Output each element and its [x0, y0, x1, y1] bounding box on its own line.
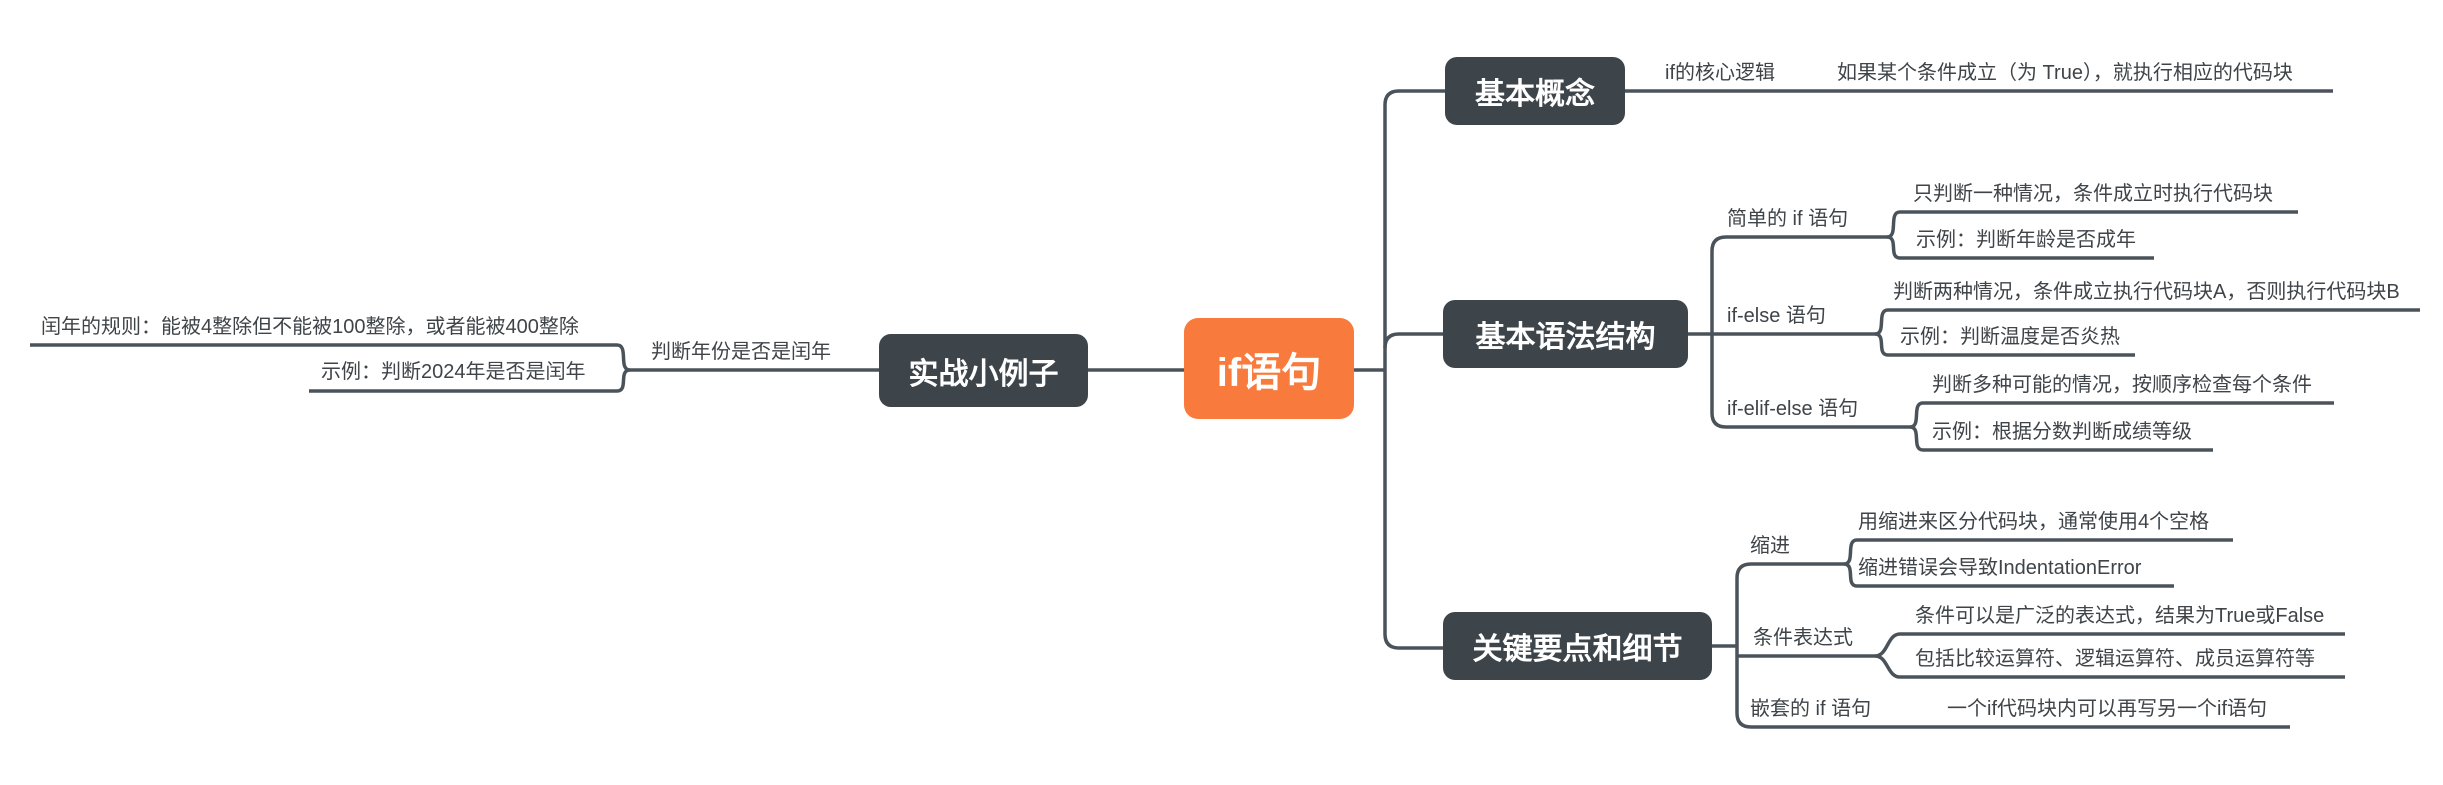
node-if-else[interactable]: if-else 语句 [1727, 305, 1826, 327]
node-if-elif-else[interactable]: if-elif-else 语句 [1727, 398, 1859, 420]
trunk-down-to-key-points [1383, 370, 1443, 650]
node-if-elif-else-example[interactable]: 示例：根据分数判断成绩等级 [1932, 421, 2192, 443]
trunk-up-to-basic-concept [1383, 89, 1445, 370]
node-if-else-detail[interactable]: 判断两种情况，条件成立执行代码块A，否则执行代码块B [1893, 281, 2400, 303]
root-node[interactable]: if语句 [1184, 318, 1354, 419]
node-nested-if[interactable]: 嵌套的 if 语句 [1750, 698, 1872, 720]
branch-key-points[interactable]: 关键要点和细节 [1443, 612, 1712, 680]
node-leap-year-rule[interactable]: 闰年的规则：能被4整除但不能被100整除，或者能被400整除 [41, 316, 579, 338]
trunk-to-syntax [1383, 332, 1443, 349]
key-points-subtrunk [1735, 562, 1752, 729]
node-simple-if-example[interactable]: 示例：判断年龄是否成年 [1916, 229, 2136, 251]
branch-syntax[interactable]: 基本语法结构 [1443, 300, 1688, 368]
node-simple-if[interactable]: 简单的 if 语句 [1727, 208, 1849, 230]
node-condition-detail[interactable]: 条件可以是广泛的表达式，结果为True或False [1915, 605, 2325, 627]
node-core-logic[interactable]: if的核心逻辑 [1665, 62, 1775, 84]
node-indentation-note[interactable]: 缩进错误会导致IndentationError [1858, 557, 2142, 579]
node-if-else-example[interactable]: 示例：判断温度是否炎热 [1900, 326, 2120, 348]
node-leap-year[interactable]: 判断年份是否是闰年 [651, 341, 831, 363]
syntax-subtrunk [1710, 235, 1727, 429]
branch-basic-concept[interactable]: 基本概念 [1445, 57, 1625, 125]
node-nested-if-detail[interactable]: 一个if代码块内可以再写另一个if语句 [1947, 698, 2267, 720]
node-leap-year-example[interactable]: 示例：判断2024年是否是闰年 [321, 361, 586, 383]
node-simple-if-detail[interactable]: 只判断一种情况，条件成立时执行代码块 [1913, 183, 2273, 205]
branch-practice[interactable]: 实战小例子 [879, 334, 1088, 407]
node-condition-note[interactable]: 包括比较运算符、逻辑运算符、成员运算符等 [1915, 648, 2315, 670]
node-indentation-detail[interactable]: 用缩进来区分代码块，通常使用4个空格 [1858, 511, 2210, 533]
node-if-elif-else-detail[interactable]: 判断多种可能的情况，按顺序检查每个条件 [1932, 374, 2312, 396]
node-core-logic-detail[interactable]: 如果某个条件成立（为 True），就执行相应的代码块 [1837, 62, 2293, 84]
node-condition-expression[interactable]: 条件表达式 [1753, 627, 1853, 649]
node-indentation[interactable]: 缩进 [1750, 535, 1790, 557]
